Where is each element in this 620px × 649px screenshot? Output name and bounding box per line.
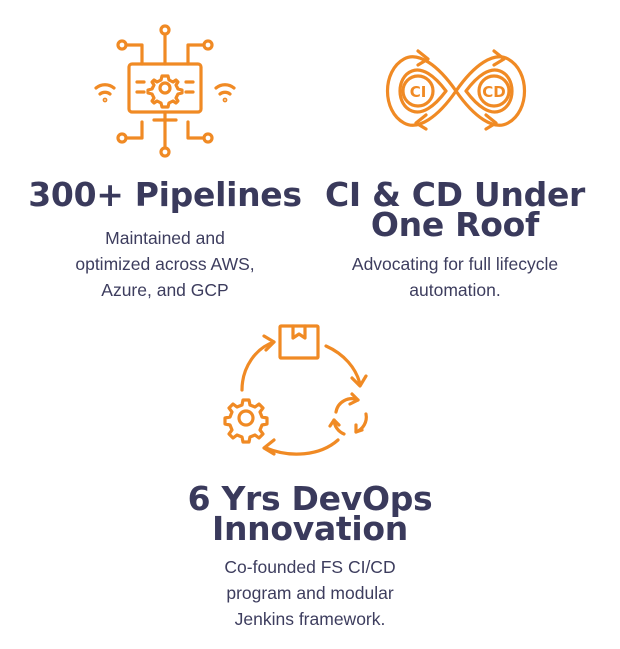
desc-line: optimized across AWS, — [75, 254, 255, 274]
title-line: 300+ Pipelines — [28, 175, 302, 214]
title-line: 6 Yrs DevOps — [187, 479, 433, 518]
title-line: CI & CD Under — [324, 175, 586, 214]
desc-line: Jenkins framework. — [234, 609, 386, 629]
feature-desc-ci-cd: Advocating for full lifecycle automation… — [310, 251, 600, 303]
ci-label: CI — [410, 83, 427, 101]
feature-title-ci-cd: CI & CD Under One Roof — [310, 175, 600, 244]
desc-line: Co-founded FS CI/CD — [224, 557, 396, 577]
monitor-gear-network-icon — [92, 20, 238, 162]
feature-desc-devops: Co-founded FS CI/CD program and modular … — [150, 554, 470, 632]
title-line: Innovation — [212, 509, 408, 548]
desc-line: Advocating for full lifecycle — [351, 254, 559, 274]
desc-line: Azure, and GCP — [101, 280, 229, 300]
feature-title-devops: 6 Yrs DevOps Innovation — [150, 479, 470, 548]
devops-cycle-icon — [220, 322, 380, 462]
desc-line: program and modular — [226, 583, 394, 603]
ci-cd-infinity-icon: CI CD — [378, 45, 534, 137]
feature-desc-pipelines: Maintained and optimized across AWS, Azu… — [20, 225, 310, 303]
cd-label: CD — [482, 83, 505, 101]
desc-line: automation. — [409, 280, 501, 300]
desc-line: Maintained and — [105, 228, 225, 248]
title-line: One Roof — [370, 205, 540, 244]
feature-title-pipelines: 300+ Pipelines — [20, 175, 310, 214]
